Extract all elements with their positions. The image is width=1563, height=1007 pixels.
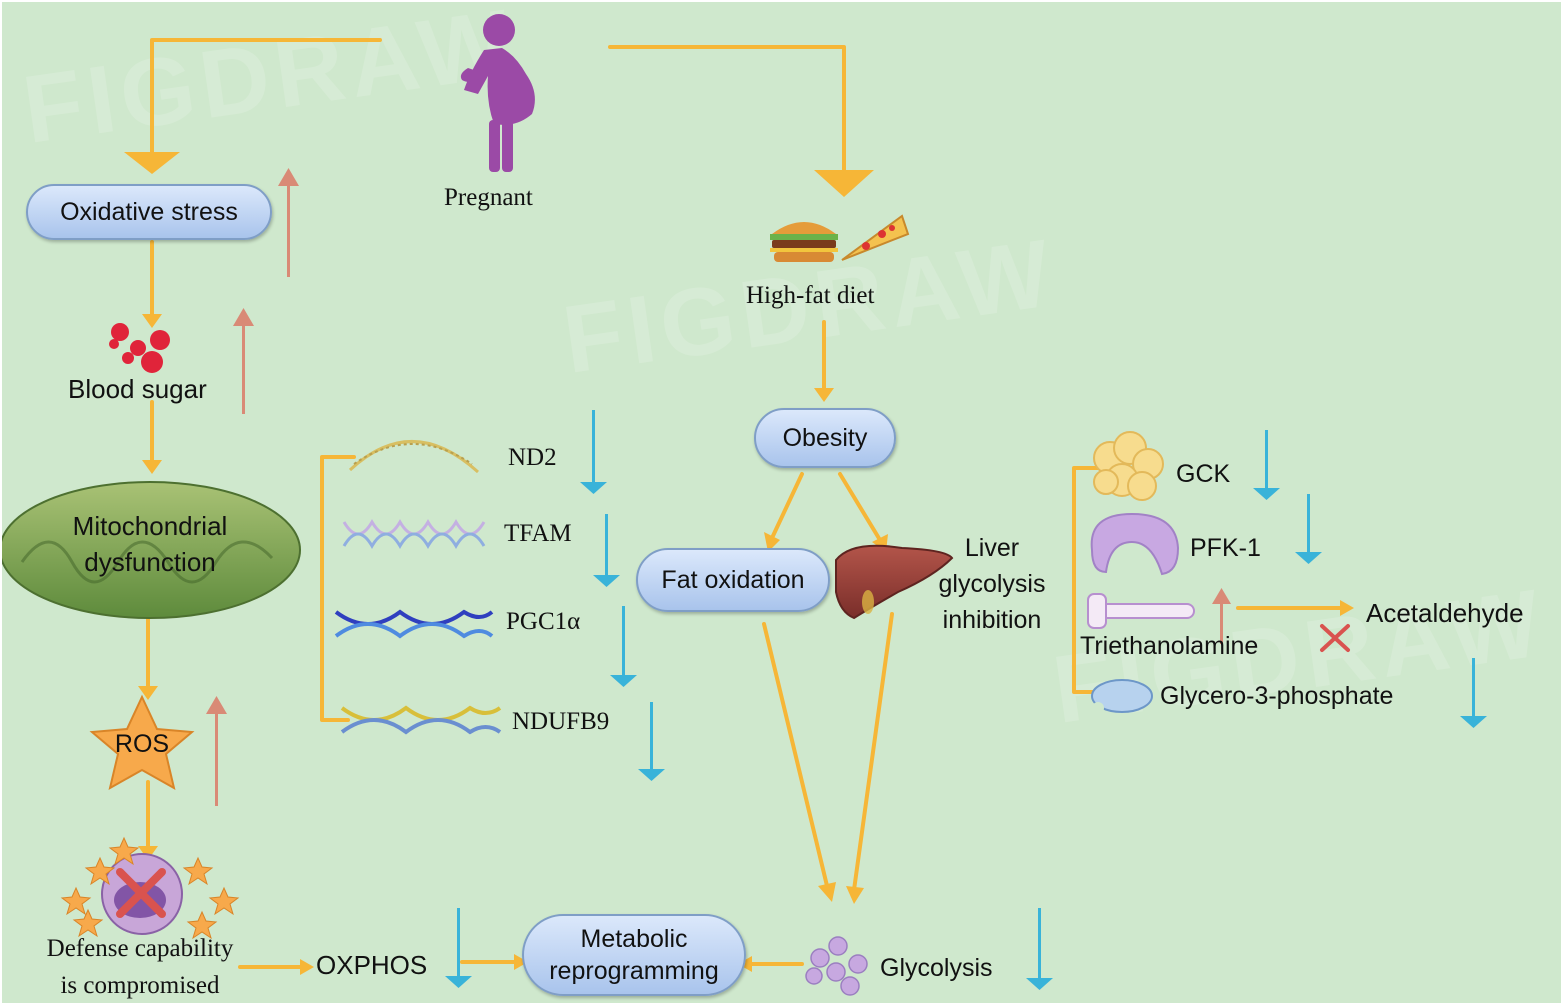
- pregnant-woman-icon: [460, 14, 535, 172]
- damaged-cell-icon: [101, 853, 183, 935]
- high-fat-diet-label: High-fat diet: [746, 282, 875, 309]
- liver-line-1: Liver: [964, 534, 1020, 562]
- metabolic-line-1: Metabolic: [580, 925, 688, 953]
- mitochondrial-dysfunction-label: Mitochondrial dysfunction: [62, 508, 238, 580]
- metabolic-reprogramming-node: Metabolic reprogramming: [522, 914, 746, 996]
- flow-arrows: [146, 38, 1344, 969]
- burger-icon: [770, 222, 838, 262]
- blood-sugar-label: Blood sugar: [68, 374, 207, 404]
- liver-line-3: inhibition: [942, 606, 1042, 634]
- obesity-label: Obesity: [782, 423, 868, 452]
- gene-label-nd2: ND2: [508, 444, 557, 471]
- metabolic-line-2: reprogramming: [549, 957, 719, 985]
- enzyme-blob-icon: [1093, 431, 1164, 501]
- defense-line-2: is compromised: [60, 972, 220, 999]
- dna-helix-icon: [340, 705, 502, 735]
- defense-line-1: Defense capability: [46, 935, 234, 962]
- flow-arrowheads: [124, 152, 1354, 975]
- liver-glycolysis-inhibition-label: Liver glycolysis inhibition: [924, 530, 1060, 638]
- gene-label-ndufb9: NDUFB9: [512, 708, 610, 735]
- acetaldehyde-label: Acetaldehyde: [1366, 598, 1524, 628]
- fat-oxidation-node: Fat oxidation: [636, 548, 830, 612]
- liver-line-2: glycolysis: [938, 570, 1046, 598]
- blood-drops-icon: [109, 323, 170, 373]
- inhibit-cross-icon: [1320, 624, 1350, 652]
- dna-helix-icon: [342, 519, 486, 549]
- decrease-arrows: [445, 410, 1487, 990]
- triethanolamine-label: Triethanolamine: [1080, 632, 1259, 660]
- mito-line-2: dysfunction: [84, 547, 216, 577]
- gene-label-pgc1a: PGC1α: [506, 608, 581, 635]
- ros-star-icon: [89, 694, 195, 790]
- glycerophosphate-label: Glycero-3-phosphate: [1160, 682, 1394, 710]
- defense-label: Defense capability is compromised: [18, 930, 262, 1003]
- fat-oxidation-label: Fat oxidation: [661, 565, 805, 594]
- obesity-node: Obesity: [754, 408, 896, 468]
- mito-line-1: Mitochondrial: [72, 511, 228, 541]
- small-stars: [60, 836, 240, 940]
- molecule-cluster-icon: [805, 936, 868, 996]
- triethanolamine-icon: [1087, 593, 1195, 629]
- oxidative-stress-label: Oxidative stress: [60, 197, 238, 226]
- glycerophosphate-icon: [1091, 679, 1153, 714]
- mitochondrion-icon: [2, 481, 301, 619]
- liver-icon: [835, 544, 954, 620]
- ros-label: ROS: [114, 730, 170, 758]
- gene-label-tfam: TFAM: [504, 520, 572, 547]
- enzyme-label-gck: GCK: [1176, 460, 1231, 488]
- enzyme-blob-icon: [1090, 512, 1180, 576]
- increase-arrows: [206, 168, 1231, 806]
- glycolysis-label: Glycolysis: [880, 954, 993, 982]
- dna-helix-icon: [334, 609, 494, 639]
- pizza-icon: [841, 214, 910, 261]
- pregnant-label: Pregnant: [444, 184, 533, 211]
- dna-helix-icon: [348, 440, 480, 474]
- enzyme-label-pfk1: PFK-1: [1190, 534, 1261, 562]
- oxidative-stress-node: Oxidative stress: [26, 184, 272, 240]
- oxphos-label: OXPHOS: [316, 950, 428, 980]
